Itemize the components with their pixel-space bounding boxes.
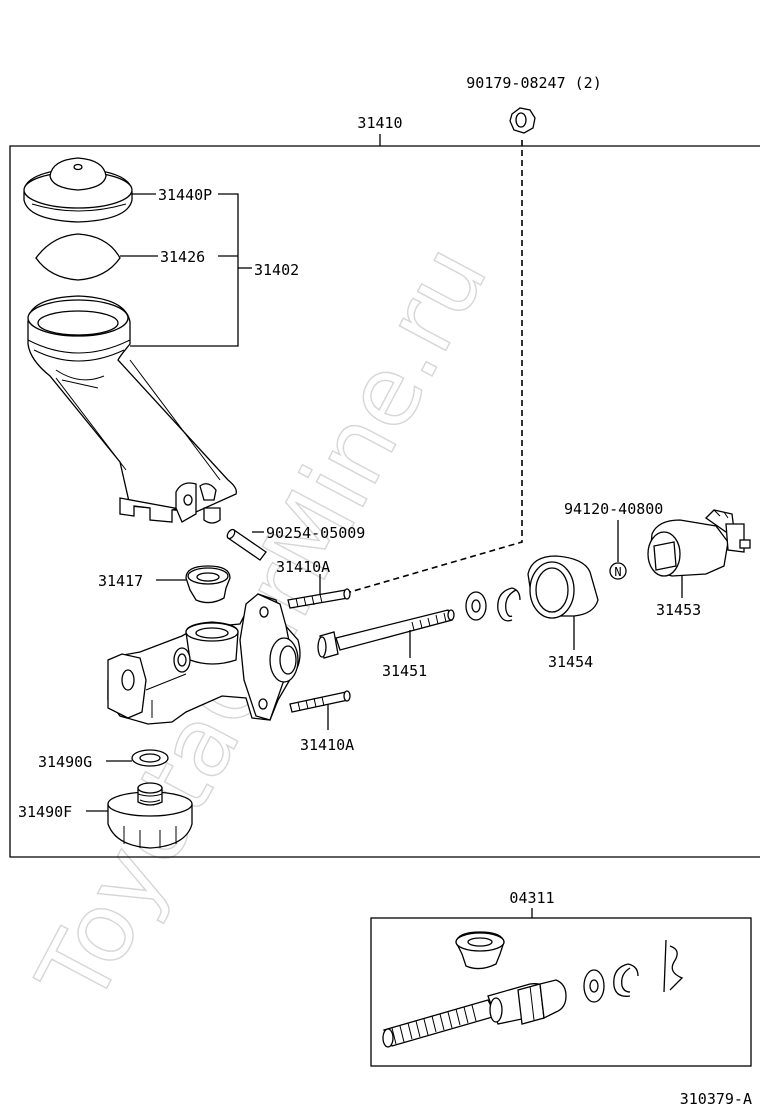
kit-frame — [370, 917, 752, 1067]
label-grommet: 31417 — [98, 572, 143, 590]
assembly-label: 31410 — [357, 114, 402, 132]
kit-label: 04311 — [509, 889, 554, 907]
label-gasket: 31490G — [38, 753, 92, 771]
master-cylinder-part — [107, 593, 301, 725]
label-bolt: 31451 — [382, 662, 427, 680]
stud-lower-part — [289, 690, 351, 713]
stud-upper-part — [287, 588, 351, 609]
kit-washer-part — [583, 969, 605, 1003]
bolt-part — [317, 609, 455, 659]
label-nut-right: 94120-40800 — [564, 500, 663, 518]
reservoir-part — [27, 295, 237, 524]
diaphragm-part — [35, 233, 121, 281]
nut-symbol: N — [614, 565, 621, 579]
kit-piston-part — [382, 979, 567, 1048]
label-switch: 31453 — [656, 601, 701, 619]
label-stud-upper: 31410A — [276, 558, 330, 576]
grommet-part — [185, 565, 231, 604]
label-diaphragm: 31426 — [160, 248, 205, 266]
assembly-frame — [9, 145, 760, 858]
nut-dashed-leader — [349, 140, 523, 593]
kit-grommet-part — [455, 931, 505, 970]
label-stud-lower: 31410A — [300, 736, 354, 754]
gasket-part — [131, 749, 169, 767]
boot-part — [527, 555, 599, 619]
switch-part — [647, 509, 751, 577]
reservoir-cap-part — [23, 157, 133, 223]
label-union: 31490F — [18, 803, 72, 821]
kit-snap-ring-part — [613, 963, 639, 997]
label-cap: 31440P — [158, 186, 212, 204]
nut-top-part — [509, 107, 536, 134]
washer-part — [465, 591, 487, 621]
bracket-reservoir-set — [130, 193, 239, 347]
kit-clip-part — [663, 939, 684, 993]
label-boot: 31454 — [548, 653, 593, 671]
label-reservoir-set: 31402 — [254, 261, 299, 279]
pin-part — [226, 528, 267, 561]
union-part — [107, 782, 193, 849]
snap-ring-part — [497, 587, 521, 622]
label-nut-top: 90179-08247 (2) — [466, 74, 601, 92]
label-pin: 90254-05009 — [266, 524, 365, 542]
nut-symbol-circle — [609, 562, 627, 580]
figure-code: 310379-A — [680, 1090, 752, 1108]
